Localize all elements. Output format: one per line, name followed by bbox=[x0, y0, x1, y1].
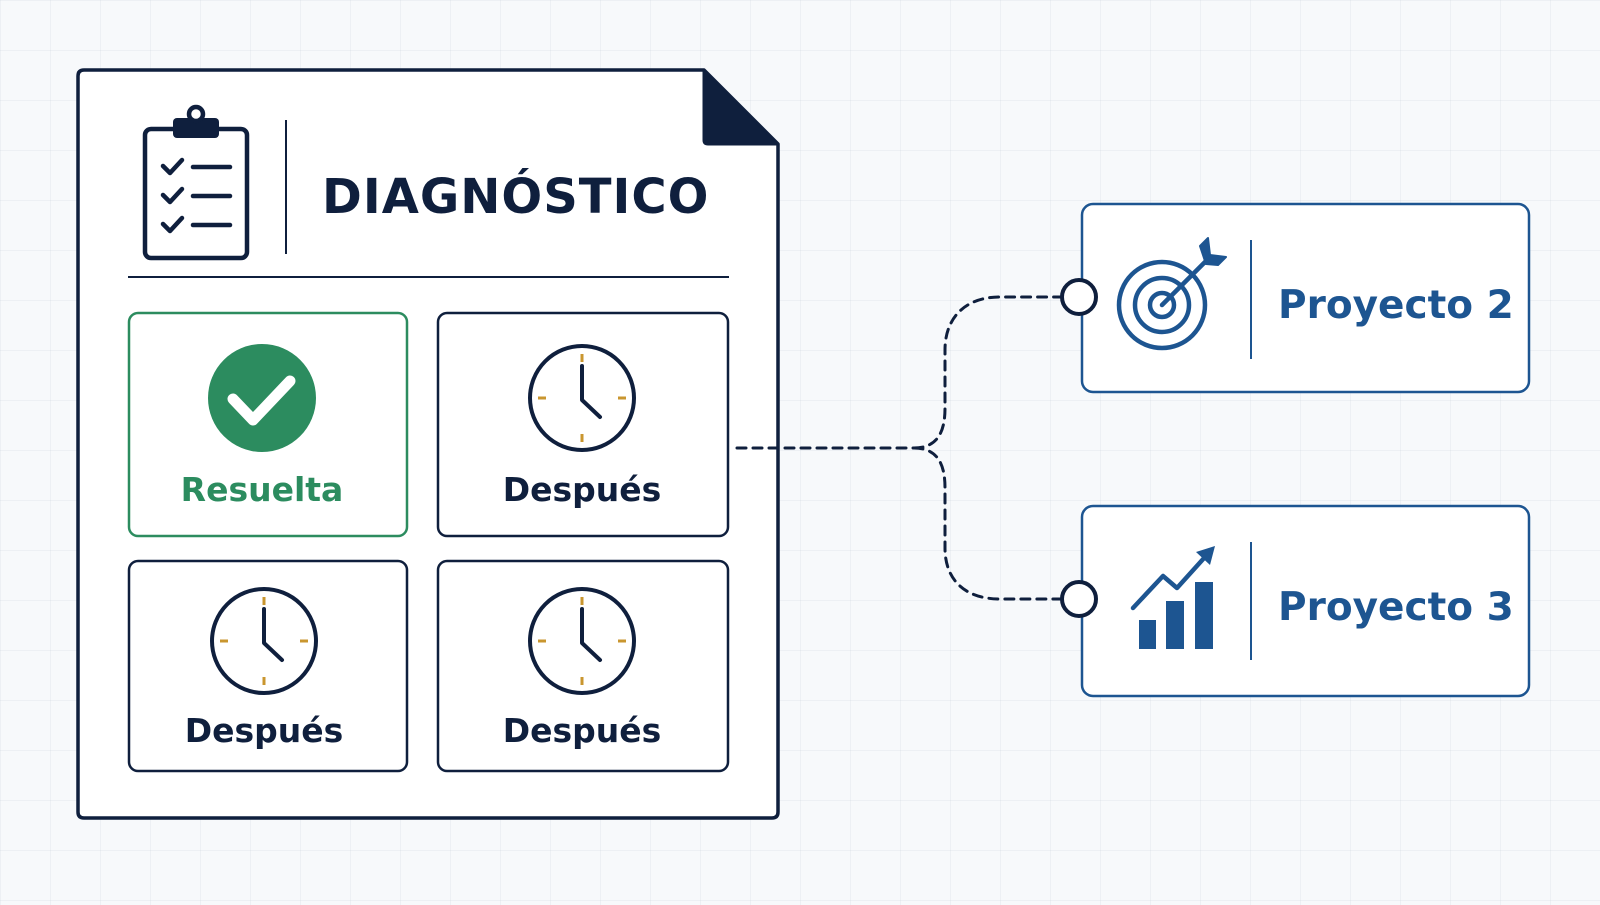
diagnostic-document: DIAGNÓSTICO Resuelta Después bbox=[76, 68, 780, 820]
check-circle-icon bbox=[208, 344, 316, 452]
clock-icon bbox=[210, 587, 318, 695]
dashed-connector bbox=[735, 295, 1064, 601]
project-label: Proyecto 3 bbox=[1278, 585, 1514, 630]
document-folded-corner bbox=[702, 68, 780, 146]
status-cell-pending: Después bbox=[436, 311, 730, 538]
growth-chart-icon bbox=[1130, 546, 1215, 649]
clock-icon bbox=[528, 587, 636, 695]
connector-node bbox=[1060, 278, 1098, 316]
project-label: Proyecto 2 bbox=[1278, 283, 1514, 328]
project-card-2[interactable]: Proyecto 2 bbox=[1060, 202, 1531, 394]
status-label-pending: Después bbox=[503, 711, 662, 750]
connector-branch-lower bbox=[912, 446, 1064, 601]
target-arrow-icon bbox=[1116, 237, 1227, 351]
document-title: DIAGNÓSTICO bbox=[322, 168, 709, 225]
project-card-3[interactable]: Proyecto 3 bbox=[1060, 504, 1531, 698]
status-cell-pending: Después bbox=[127, 559, 409, 773]
connector-branch-upper bbox=[912, 295, 1064, 450]
connector-node bbox=[1060, 580, 1098, 618]
clock-icon bbox=[528, 344, 636, 452]
status-label-pending: Después bbox=[503, 470, 662, 509]
status-label-pending: Después bbox=[185, 711, 344, 750]
status-cell-resolved: Resuelta bbox=[127, 311, 409, 538]
status-cell-pending: Después bbox=[436, 559, 730, 773]
clipboard-checklist-icon bbox=[142, 104, 250, 261]
status-label-resolved: Resuelta bbox=[181, 470, 344, 509]
